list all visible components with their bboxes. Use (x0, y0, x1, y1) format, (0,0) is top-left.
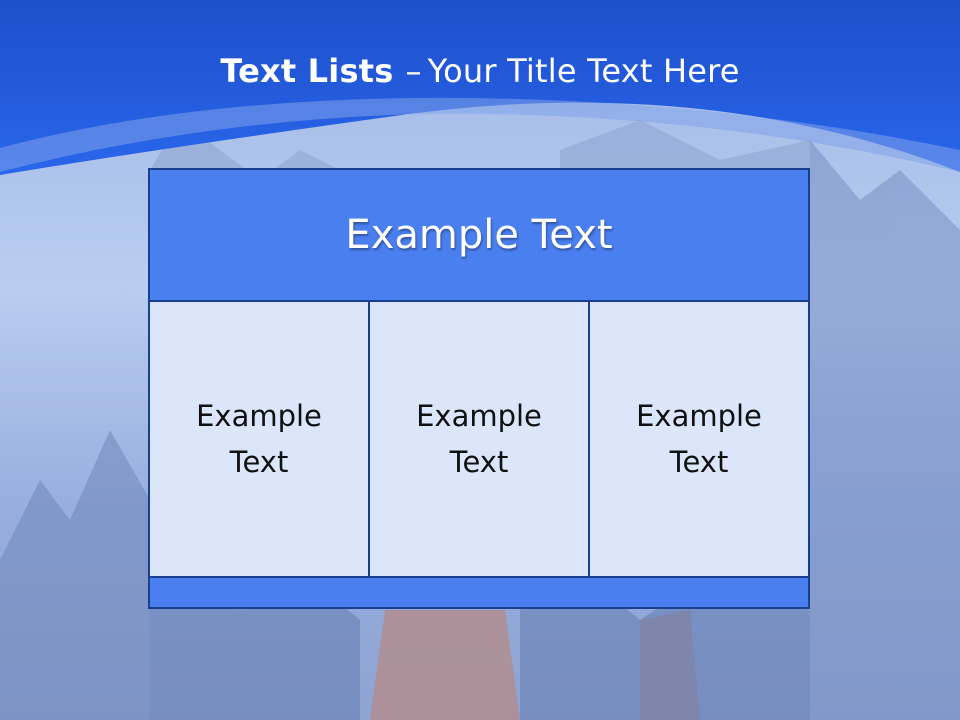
table-column-1: Example Text (148, 300, 370, 578)
header-wave (0, 0, 960, 175)
column-2-text: Example Text (416, 399, 542, 479)
column-3-text: Example Text (636, 399, 762, 479)
table-column-2: Example Text (368, 300, 590, 578)
text-list-table: Example Text Example Text Example Text E… (148, 168, 810, 609)
title-rest-text: Your Title Text Here (427, 52, 740, 90)
table-column-3: Example Text (588, 300, 810, 578)
table-header-text: Example Text (345, 212, 613, 258)
title-dash: – (405, 52, 422, 90)
table-footer-band (148, 576, 810, 609)
table-header-cell: Example Text (148, 168, 810, 302)
title-band: Text Lists–Your Title Text Here (0, 0, 960, 175)
title-bold-text: Text Lists (220, 52, 394, 90)
column-1-text: Example Text (196, 399, 322, 479)
slide-title: Text Lists–Your Title Text Here (0, 52, 960, 90)
